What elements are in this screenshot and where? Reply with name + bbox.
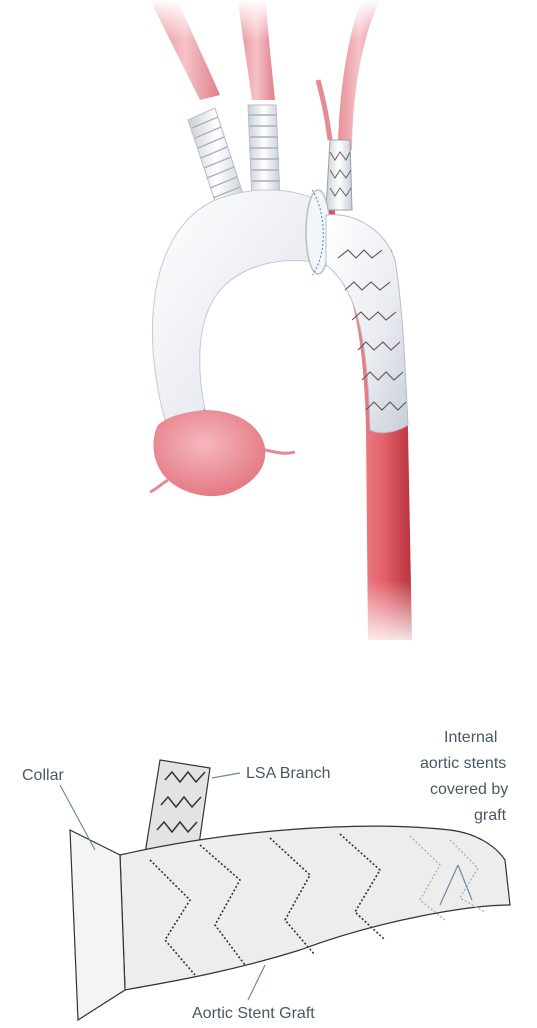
small-vessel [318, 80, 330, 140]
collar-sketch [70, 830, 125, 1020]
lsa-leader [212, 773, 240, 778]
internal-stents-label-1: Internal [444, 729, 497, 746]
branch-graft-middle [248, 105, 280, 200]
arch-graft [152, 190, 326, 420]
internal-stents-label-3: covered by [430, 781, 508, 798]
collar-label: Collar [22, 767, 64, 784]
aortic-arch-illustration [0, 0, 537, 650]
lsa-branch-label: LSA Branch [246, 765, 331, 782]
stent-graft-sketch: Collar LSA Branch Internal aortic stents… [22, 729, 510, 1022]
graft-leader [248, 965, 265, 1000]
main-graft-body [120, 826, 510, 990]
internal-stents-label-4: graft [474, 807, 507, 824]
aortic-root [153, 410, 265, 496]
aortic-stent-graft-label: Aortic Stent Graft [192, 1005, 315, 1022]
internal-stents-label-2: aortic stents [420, 755, 506, 772]
